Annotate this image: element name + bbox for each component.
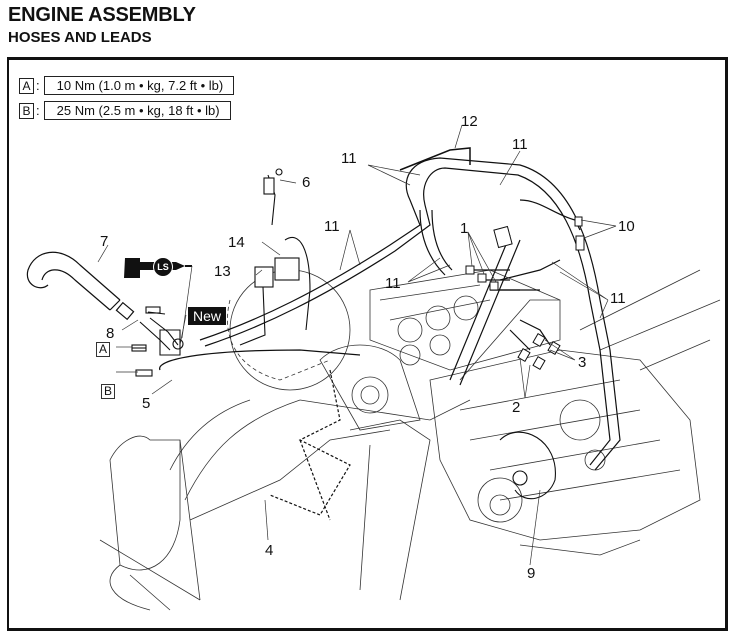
bolt-key-b: B xyxy=(101,384,115,399)
page-subtitle: HOSES AND LEADS xyxy=(8,29,152,46)
callout-2: 2 xyxy=(512,399,521,416)
connectors-13-14 xyxy=(239,168,311,346)
callout-10: 10 xyxy=(618,218,635,235)
callout-4: 4 xyxy=(265,542,274,559)
new-part-badge: New xyxy=(188,307,227,325)
torque-value-b: 25 Nm (2.5 m • kg, 18 ft • lb) xyxy=(43,101,231,120)
hose-clamp-9 xyxy=(499,431,556,500)
page-title: ENGINE ASSEMBLY xyxy=(8,4,196,26)
callout-11-lower: 11 xyxy=(385,275,401,292)
torque-key-b: B xyxy=(19,102,34,119)
bolts xyxy=(131,306,184,377)
lead-5 xyxy=(159,349,361,371)
callout-14: 14 xyxy=(228,234,245,251)
elbow-8 xyxy=(132,311,181,356)
colon: : xyxy=(36,78,40,93)
engine-outline xyxy=(99,269,721,611)
torque-spec-a: A : 10 Nm (1.0 m • kg, 7.2 ft • lb) xyxy=(19,76,235,95)
callout-6: 6 xyxy=(302,174,311,191)
colon: : xyxy=(36,103,40,118)
callout-7: 7 xyxy=(100,233,109,250)
diagram-frame xyxy=(7,57,728,631)
leader-lines xyxy=(97,124,617,566)
bolt-key-a: A xyxy=(96,342,110,357)
torque-key-a: A xyxy=(19,77,34,94)
sensor-connectors xyxy=(465,216,585,371)
wire-harness xyxy=(199,147,621,521)
callout-12: 12 xyxy=(461,113,478,130)
callout-5: 5 xyxy=(142,395,151,412)
callout-11-middle: 11 xyxy=(324,218,340,235)
callout-3: 3 xyxy=(578,354,587,371)
torque-value-a: 10 Nm (1.0 m • kg, 7.2 ft • lb) xyxy=(43,76,235,95)
callout-11-right: 11 xyxy=(610,290,626,307)
callout-11-top: 11 xyxy=(341,150,357,167)
callout-13: 13 xyxy=(214,263,231,280)
callout-9: 9 xyxy=(527,565,536,582)
hose-7 xyxy=(26,251,135,321)
lubricant-ls-symbol: LS xyxy=(153,257,173,277)
torque-spec-b: B : 25 Nm (2.5 m • kg, 18 ft • lb) xyxy=(19,101,231,120)
callout-11-upper-right: 11 xyxy=(512,136,528,153)
callout-1: 1 xyxy=(460,220,469,237)
callout-8: 8 xyxy=(106,325,115,342)
